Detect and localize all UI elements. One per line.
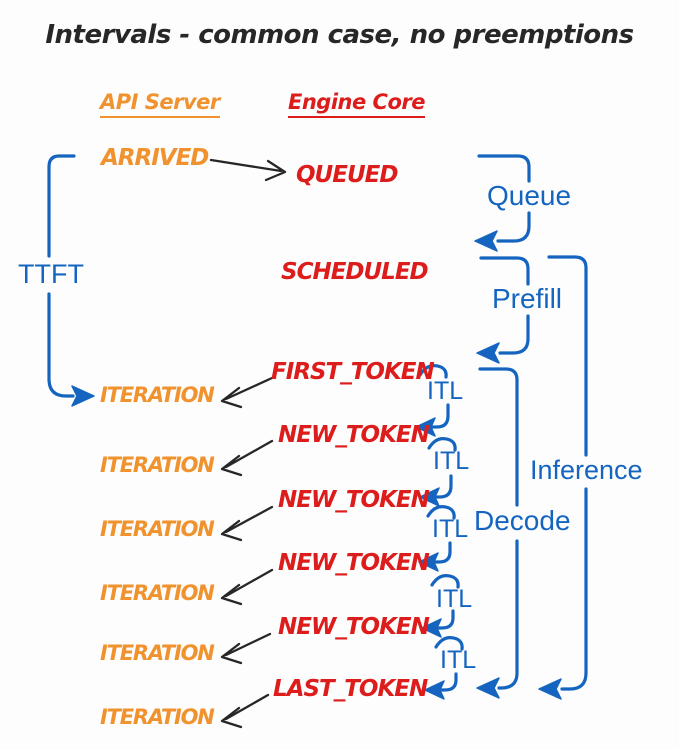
- event-iteration-1: ITERATION: [100, 383, 215, 407]
- decode-bracket-top: [478, 367, 519, 507]
- ttft-bracket-bottom: [47, 292, 75, 398]
- itl3-arrowhead: [418, 552, 439, 572]
- itl1-arrowhead: [415, 417, 436, 437]
- event-last-token: LAST_TOKEN: [273, 676, 428, 702]
- interval-prefill-label: Prefill: [492, 283, 563, 314]
- itl4-arc: [430, 574, 460, 589]
- arrow-new-token1-to-iteration: [220, 439, 274, 477]
- ttft-arrowhead: [71, 385, 95, 407]
- itl3-arc: [426, 505, 456, 520]
- itl3-hook: [434, 541, 452, 564]
- event-new-token-3: NEW_TOKEN: [278, 550, 430, 576]
- inference-bracket-top: [547, 255, 588, 457]
- interval-ttft-label: TTFT: [18, 259, 84, 289]
- event-iteration-3: ITERATION: [100, 517, 215, 541]
- interval-itl-label-2: ITL: [433, 447, 470, 475]
- queue-bracket-bottom: [496, 211, 531, 243]
- interval-decode-label: Decode: [474, 505, 571, 536]
- event-scheduled: SCHEDULED: [281, 259, 429, 285]
- interval-itl-label-3: ITL: [432, 515, 469, 543]
- event-new-token-4: NEW_TOKEN: [278, 614, 430, 640]
- event-queued: QUEUED: [296, 162, 398, 188]
- prefill-bracket-bottom: [498, 314, 530, 355]
- itl1-hook: [431, 403, 450, 429]
- itl2-hook: [435, 474, 453, 499]
- arrow-new-token2-to-iteration: [220, 505, 274, 542]
- interval-itl-label-1: ITL: [427, 377, 464, 405]
- interval-inference-label: Inference: [530, 455, 643, 485]
- column-header-engine-core: Engine Core: [288, 92, 425, 118]
- itl2-arrowhead: [419, 487, 440, 507]
- interval-itl-label-4: ITL: [436, 585, 473, 613]
- event-iteration-6: ITERATION: [100, 705, 215, 729]
- arrow-new-token4-to-iteration: [220, 632, 272, 665]
- event-iteration-4: ITERATION: [100, 581, 215, 605]
- arrow-last-token-to-iteration: [220, 693, 270, 729]
- queue-arrowhead: [474, 230, 498, 252]
- queue-bracket-top: [477, 154, 531, 183]
- event-arrived: ARRIVED: [101, 145, 209, 171]
- arrow-new-token3-to-iteration: [220, 568, 274, 606]
- inference-bracket-bottom: [560, 487, 588, 691]
- itl4-hook: [437, 609, 455, 630]
- decode-bracket-bottom: [497, 539, 519, 690]
- event-new-token-1: NEW_TOKEN: [278, 422, 430, 448]
- itl2-arc: [427, 437, 457, 452]
- interval-queue-label: Queue: [487, 180, 572, 211]
- page-title: Intervals - common case, no preemptions: [45, 20, 634, 50]
- column-header-api-server: API Server: [100, 92, 220, 118]
- itl5-arc: [434, 636, 464, 651]
- itl5-arrowhead: [424, 680, 445, 700]
- itl1-arc: [418, 364, 448, 379]
- itl4-arrowhead: [421, 618, 442, 638]
- prefill-bracket-top: [479, 256, 530, 286]
- arrow-arrived-to-queued: [209, 158, 287, 182]
- interval-itl-label-5: ITL: [440, 646, 477, 674]
- ttft-bracket-top: [47, 154, 76, 258]
- prefill-arrowhead: [476, 342, 500, 364]
- itl5-hook: [440, 672, 458, 692]
- decode-arrowhead: [476, 677, 500, 699]
- arrow-first-token-to-iteration: [220, 376, 274, 409]
- event-iteration-5: ITERATION: [100, 641, 215, 665]
- inference-arrowhead: [538, 678, 562, 700]
- event-first-token: FIRST_TOKEN: [271, 359, 435, 385]
- event-iteration-2: ITERATION: [100, 453, 215, 477]
- event-new-token-2: NEW_TOKEN: [278, 487, 430, 513]
